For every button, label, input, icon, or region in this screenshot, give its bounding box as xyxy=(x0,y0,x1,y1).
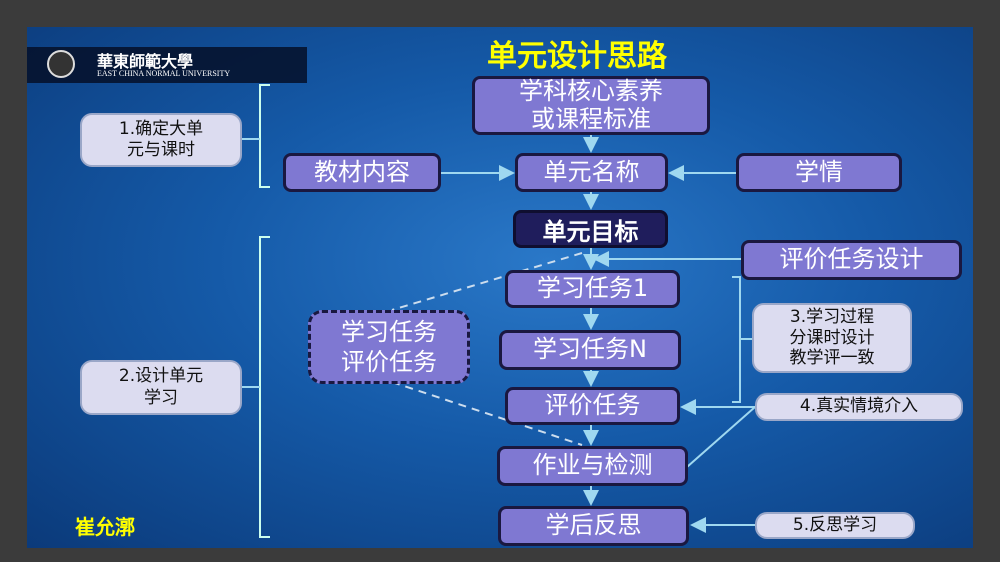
university-seal-icon xyxy=(47,50,75,78)
core-literacy-box: 学科核心素养或课程标准 xyxy=(472,76,710,135)
textbook-content-box: 教材内容 xyxy=(283,153,441,192)
logo-band: 華東師範大學 EAST CHINA NORMAL UNIVERSITY xyxy=(27,47,307,83)
logo-en: EAST CHINA NORMAL UNIVERSITY xyxy=(97,69,231,78)
note-4: 4.真实情境介入 xyxy=(755,393,963,421)
learning-task-1-box: 学习任务1 xyxy=(505,270,680,308)
task-eval-combined-box: 学习任务评价任务 xyxy=(308,310,470,384)
note-3: 3.学习过程分课时设计教学评一致 xyxy=(752,303,912,373)
note-5: 5.反思学习 xyxy=(755,512,915,539)
reflection-box: 学后反思 xyxy=(498,506,689,546)
homework-box: 作业与检测 xyxy=(497,446,688,486)
unit-goal-box: 单元目标 xyxy=(513,210,668,248)
logo-cn: 華東師範大學 xyxy=(97,52,194,71)
eval-task-box: 评价任务 xyxy=(505,387,680,425)
learner-situation-box: 学情 xyxy=(736,153,902,192)
unit-name-box: 单元名称 xyxy=(515,153,668,192)
slide-title: 单元设计思路 xyxy=(487,39,667,74)
learning-task-n-box: 学习任务N xyxy=(499,330,681,370)
connectors xyxy=(242,84,756,538)
slide: 華東師範大學 EAST CHINA NORMAL UNIVERSITY 单元设计… xyxy=(27,27,973,548)
note-1: 1.确定大单元与课时 xyxy=(80,113,242,167)
note-2: 2.设计单元学习 xyxy=(80,360,242,415)
eval-design-box: 评价任务设计 xyxy=(741,240,962,280)
author-name: 崔允漷 xyxy=(75,515,135,539)
